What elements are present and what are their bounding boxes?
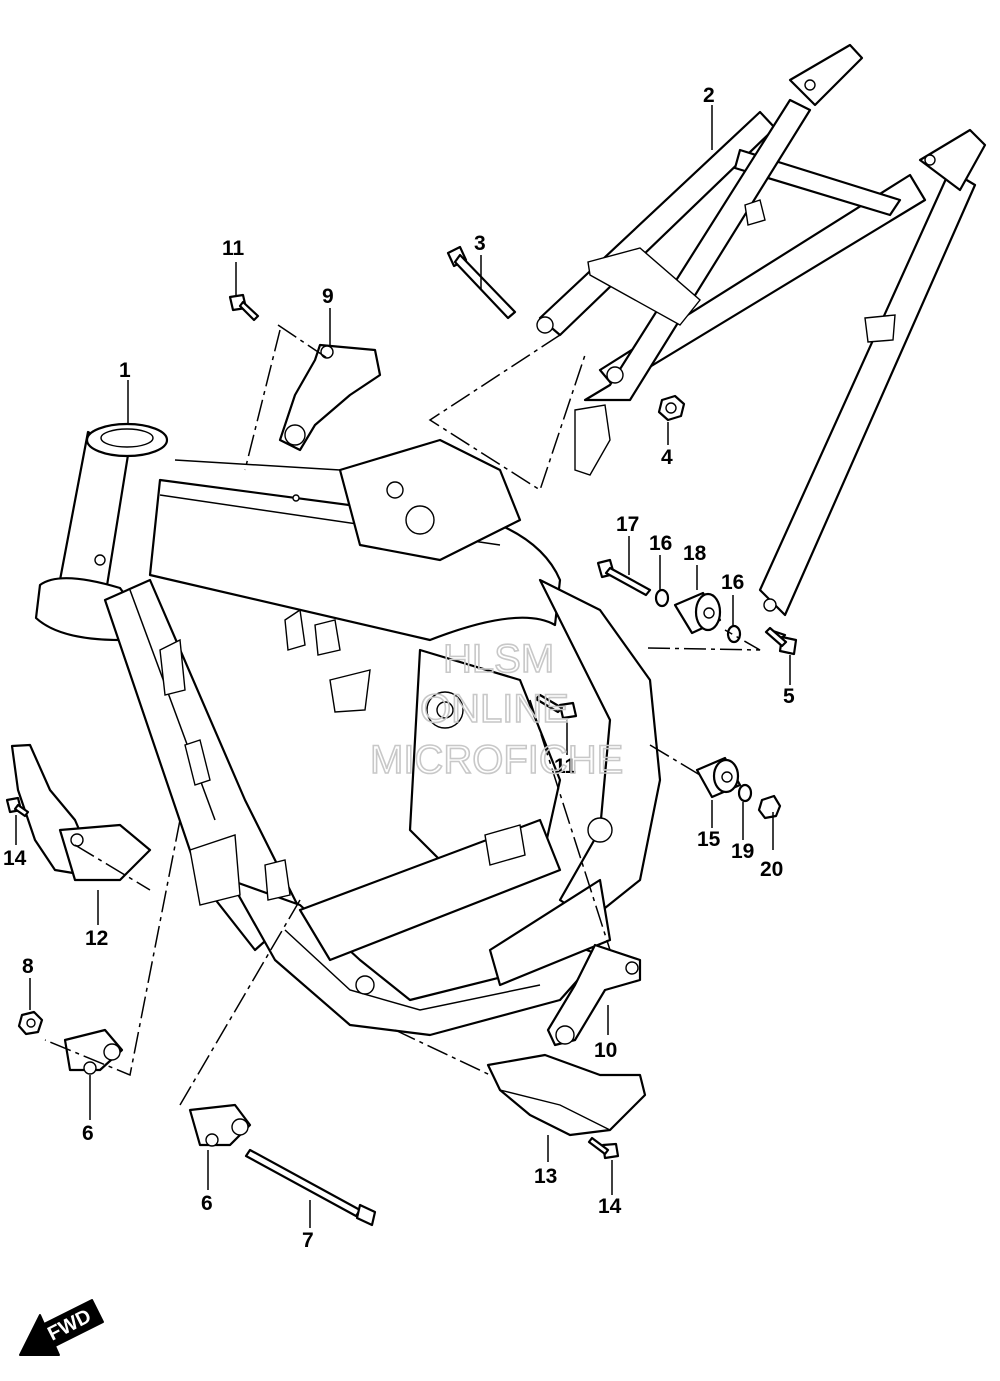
bolt-14-left[interactable] <box>5 796 30 818</box>
mount-bushing-6-lower[interactable] <box>188 1103 252 1147</box>
callout-14-left: 14 <box>3 847 27 870</box>
callout-12: 12 <box>85 927 108 950</box>
callout-10: 10 <box>594 1039 617 1062</box>
callout-11-upper: 11 <box>222 237 245 260</box>
callout-leader-lines <box>15 105 791 1228</box>
callout-19: 19 <box>731 840 754 863</box>
washer-16-right[interactable] <box>726 624 742 644</box>
washer-19[interactable] <box>737 783 753 803</box>
bolt-17[interactable] <box>596 558 652 597</box>
callout-4: 4 <box>661 446 673 469</box>
assembly-leader-lines <box>44 324 761 1106</box>
callout-16-right: 16 <box>721 571 744 594</box>
bolt-11-upper[interactable] <box>228 293 260 322</box>
callout-14-right: 14 <box>598 1195 622 1218</box>
spacer-collar-18[interactable] <box>673 591 722 635</box>
watermark-line-2: ONLINE <box>420 687 569 731</box>
callout-15: 15 <box>697 828 721 851</box>
callout-7: 7 <box>302 1229 314 1252</box>
washer-16-left[interactable] <box>654 588 670 608</box>
watermark-line-3: MICROFICHE <box>370 738 623 782</box>
nut-8[interactable] <box>17 1010 44 1036</box>
bolt-7[interactable] <box>244 1148 377 1227</box>
frame-guard-13[interactable] <box>486 1053 647 1137</box>
callout-labels: 1 2 3 4 5 6 6 7 8 9 10 11 11 12 13 14 14… <box>3 84 795 1252</box>
frame-guard-12[interactable] <box>10 743 152 882</box>
main-frame[interactable] <box>34 422 662 1037</box>
callout-16-left: 16 <box>649 532 672 555</box>
callout-9: 9 <box>322 285 334 308</box>
callout-5: 5 <box>783 685 795 708</box>
spacer-collar-15[interactable] <box>695 756 742 799</box>
callout-11-lower: 11 <box>554 755 577 778</box>
callout-3: 3 <box>474 232 486 255</box>
callout-2: 2 <box>703 84 715 107</box>
bolt-5[interactable] <box>764 626 798 656</box>
nut-4[interactable] <box>657 394 686 422</box>
bolt-14-right[interactable] <box>587 1136 620 1160</box>
bolt-11-lower[interactable] <box>534 693 578 720</box>
engine-mount-bracket-10[interactable] <box>546 943 642 1047</box>
callout-17: 17 <box>616 513 639 536</box>
watermark: HLSM ONLINE MICROFICHE <box>369 636 624 783</box>
callout-1: 1 <box>119 359 131 382</box>
rear-sub-frame[interactable] <box>536 43 987 617</box>
engine-mount-bracket-9[interactable] <box>278 343 382 452</box>
callout-18: 18 <box>683 542 707 565</box>
callout-6-lower: 6 <box>201 1192 213 1215</box>
bolt-3[interactable] <box>446 245 517 320</box>
watermark-line-1: HLSM <box>443 637 554 681</box>
callout-13: 13 <box>534 1165 557 1188</box>
callout-6-upper: 6 <box>82 1122 94 1145</box>
callout-20: 20 <box>760 858 783 881</box>
forward-direction-arrow: FWD <box>19 1299 104 1356</box>
nut-20[interactable] <box>757 794 782 820</box>
callout-8: 8 <box>22 955 34 978</box>
mount-bushing-6-upper[interactable] <box>63 1028 124 1075</box>
